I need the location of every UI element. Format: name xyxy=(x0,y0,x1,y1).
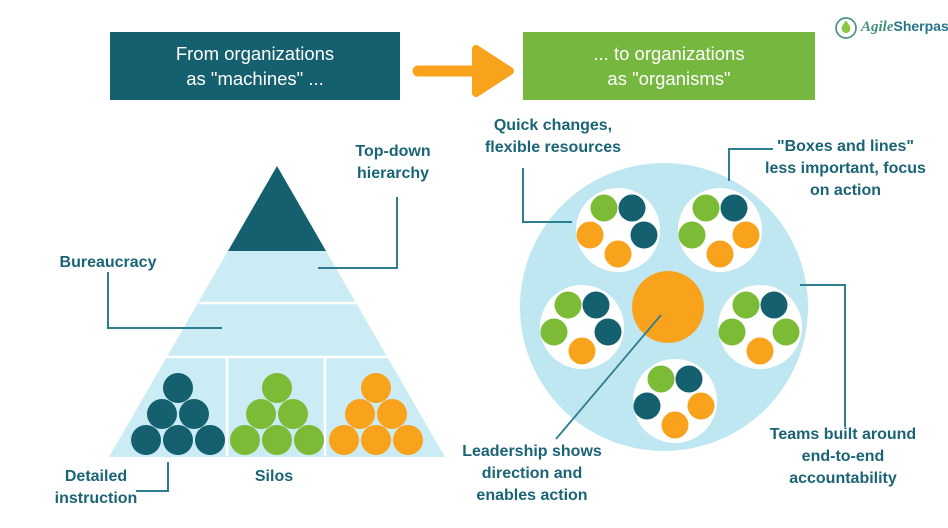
silo-cluster-green xyxy=(230,373,324,455)
to-organisms-label: ... to organizations as "organisms" xyxy=(593,43,745,89)
person-dot xyxy=(377,399,407,429)
person-dot xyxy=(361,373,391,403)
team-dots-mid-left xyxy=(540,291,622,365)
team-dots-top-right xyxy=(678,194,760,268)
from-machines-box: From organizations as "machines" ... xyxy=(110,32,400,100)
person-dot xyxy=(163,373,193,403)
person-dot xyxy=(163,425,193,455)
member-dot xyxy=(576,221,604,249)
connector-teams-built xyxy=(800,284,846,427)
connector-top-down-hierarchy xyxy=(318,197,398,269)
person-dot xyxy=(393,425,423,455)
member-dot xyxy=(590,194,618,222)
label-teams-built: Teams built around end-to-end accountabi… xyxy=(769,426,917,487)
member-dot xyxy=(746,337,774,365)
member-dot xyxy=(554,291,582,319)
person-dot xyxy=(294,425,324,455)
person-dot xyxy=(195,425,225,455)
person-dot xyxy=(278,399,308,429)
label-silos: Silos xyxy=(254,468,294,485)
person-dot xyxy=(230,425,260,455)
member-dot xyxy=(720,194,748,222)
member-dot xyxy=(760,291,788,319)
person-dot xyxy=(179,399,209,429)
team-dots-bottom xyxy=(633,365,715,439)
team-dots-top-left xyxy=(576,194,658,268)
person-dot xyxy=(361,425,391,455)
from-machines-label: From organizations as "machines" ... xyxy=(175,43,335,89)
to-organisms-box: ... to organizations as "organisms" xyxy=(523,32,815,100)
transition-arrow-icon xyxy=(412,45,514,97)
member-dot xyxy=(732,291,760,319)
member-dot xyxy=(618,194,646,222)
agilesherpas-logo: AgileSherpas xyxy=(834,14,948,40)
person-dot xyxy=(329,425,359,455)
team-dots-mid-right xyxy=(718,291,800,365)
agilesherpas-drop-icon xyxy=(835,17,857,39)
connector-leadership xyxy=(555,314,662,440)
person-dot xyxy=(262,425,292,455)
silo-cluster-orange xyxy=(329,373,423,455)
member-dot xyxy=(661,411,689,439)
leadership-circle xyxy=(632,271,704,343)
label-quick-changes: Quick changes, flexible resources xyxy=(484,117,622,156)
member-dot xyxy=(594,318,622,346)
connector-bureaucracy xyxy=(107,272,222,329)
member-dot xyxy=(604,240,632,268)
member-dot xyxy=(706,240,734,268)
member-dot xyxy=(675,365,703,393)
member-dot xyxy=(692,194,720,222)
pyramid-top-tier xyxy=(228,166,326,251)
member-dot xyxy=(687,392,715,420)
team-dot-groups xyxy=(540,194,800,439)
member-dot xyxy=(540,318,568,346)
member-dot xyxy=(772,318,800,346)
connector-boxes-and-lines xyxy=(728,148,773,181)
person-dot xyxy=(262,373,292,403)
person-dot xyxy=(246,399,276,429)
label-boxes-and-lines: "Boxes and lines" less important, focus … xyxy=(765,138,926,199)
silo-cluster-teal xyxy=(131,373,225,455)
member-dot xyxy=(678,221,706,249)
member-dot xyxy=(633,392,661,420)
connector-quick-changes xyxy=(522,168,572,223)
person-dot xyxy=(147,399,177,429)
logo-text-agile: Agile xyxy=(861,19,894,35)
member-dot xyxy=(630,221,658,249)
member-dot xyxy=(568,337,596,365)
connector-detailed-instruction xyxy=(136,462,169,492)
person-dot xyxy=(345,399,375,429)
logo-text-sherpas: Sherpas xyxy=(893,18,948,34)
member-dot xyxy=(582,291,610,319)
pyramid-body xyxy=(109,166,445,457)
label-detailed-instruction: Detailed instruction xyxy=(54,468,138,507)
member-dot xyxy=(718,318,746,346)
label-top-down-hierarchy: Top-down hierarchy xyxy=(355,143,431,182)
label-leadership: Leadership shows direction and enables a… xyxy=(462,443,602,504)
member-dot xyxy=(732,221,760,249)
silo-dot-clusters xyxy=(131,373,423,455)
member-dot xyxy=(647,365,675,393)
label-bureaucracy: Bureaucracy xyxy=(59,254,157,271)
person-dot xyxy=(131,425,161,455)
